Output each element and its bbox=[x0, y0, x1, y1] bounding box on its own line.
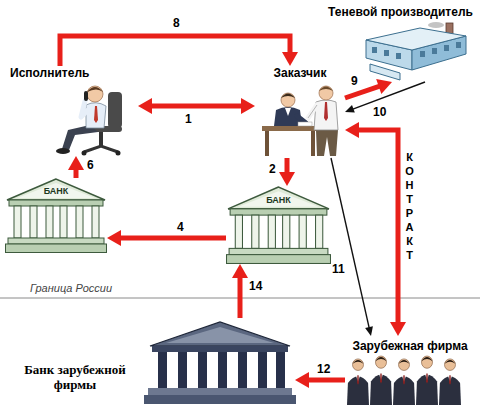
node-label: Зарубежная фирма bbox=[352, 339, 467, 353]
foreign-bank-picture bbox=[144, 322, 296, 404]
connector-line bbox=[117, 236, 226, 241]
bank-node: БАНК bbox=[5, 178, 107, 253]
client-figures bbox=[262, 86, 338, 156]
arrow-head bbox=[138, 98, 152, 114]
flow-arrow bbox=[68, 156, 84, 178]
flow-arrow bbox=[279, 158, 295, 186]
callout-number: 2 bbox=[268, 162, 277, 176]
connector-line bbox=[60, 36, 290, 66]
connector-line bbox=[148, 104, 245, 109]
node-label: БАНК bbox=[44, 186, 69, 197]
callout-number: 14 bbox=[248, 279, 263, 293]
flow-arrow bbox=[232, 264, 248, 318]
node-label: Теневой производитель bbox=[328, 5, 473, 19]
flow-arrow bbox=[107, 230, 226, 246]
contract-label: КОНТРАКТ bbox=[404, 150, 415, 262]
arrow-head bbox=[365, 326, 373, 336]
node-label: Банк зарубежной фирмы bbox=[10, 362, 140, 392]
person-node: Заказчик bbox=[255, 66, 345, 158]
person-node: Исполнитель bbox=[8, 66, 138, 156]
connector-line bbox=[331, 158, 370, 330]
arrow-head bbox=[232, 264, 248, 278]
callout-number: 1 bbox=[184, 112, 193, 126]
flow-arrow bbox=[60, 36, 298, 66]
callout-number: 11 bbox=[331, 262, 346, 276]
flow-arrow bbox=[138, 98, 255, 114]
foreign-bank-node: Банк зарубежной фирмы bbox=[10, 318, 295, 406]
arrow-head bbox=[241, 98, 255, 114]
flow-arrow bbox=[345, 122, 406, 336]
connector-line bbox=[351, 82, 425, 110]
thin-arrow bbox=[331, 158, 373, 336]
node-label: Заказчик bbox=[274, 66, 327, 80]
contractor-figure bbox=[56, 86, 122, 156]
arrow-head bbox=[282, 52, 298, 66]
arrow-head bbox=[345, 122, 359, 138]
arrow-head bbox=[279, 172, 295, 186]
callout-number: 4 bbox=[176, 220, 185, 234]
connector-line bbox=[355, 130, 398, 326]
arrow-head bbox=[68, 156, 84, 170]
callout-number: 8 bbox=[172, 16, 181, 30]
bank-picture bbox=[6, 179, 331, 263]
bank-node: БАНК bbox=[226, 186, 331, 264]
firm-node: Зарубежная фирма bbox=[345, 336, 475, 406]
callout-number: 9 bbox=[350, 74, 359, 88]
connector-line bbox=[305, 378, 345, 383]
arrow-head bbox=[345, 105, 355, 112]
arrow-head bbox=[295, 372, 309, 388]
arrow-head bbox=[390, 322, 406, 336]
connector-line bbox=[238, 274, 243, 318]
node-label: Исполнитель bbox=[10, 66, 89, 80]
factory-node: Теневой производитель bbox=[325, 5, 476, 82]
arrow-head bbox=[376, 79, 392, 94]
callout-number: 6 bbox=[86, 158, 95, 172]
arrow-head bbox=[107, 230, 121, 246]
callout-number: 12 bbox=[316, 362, 331, 376]
factory-picture bbox=[366, 22, 466, 80]
callout-number: 10 bbox=[372, 105, 387, 119]
foreign-firm-people bbox=[347, 356, 461, 405]
border-label: Граница России bbox=[30, 282, 112, 295]
node-label: БАНК bbox=[266, 195, 291, 206]
